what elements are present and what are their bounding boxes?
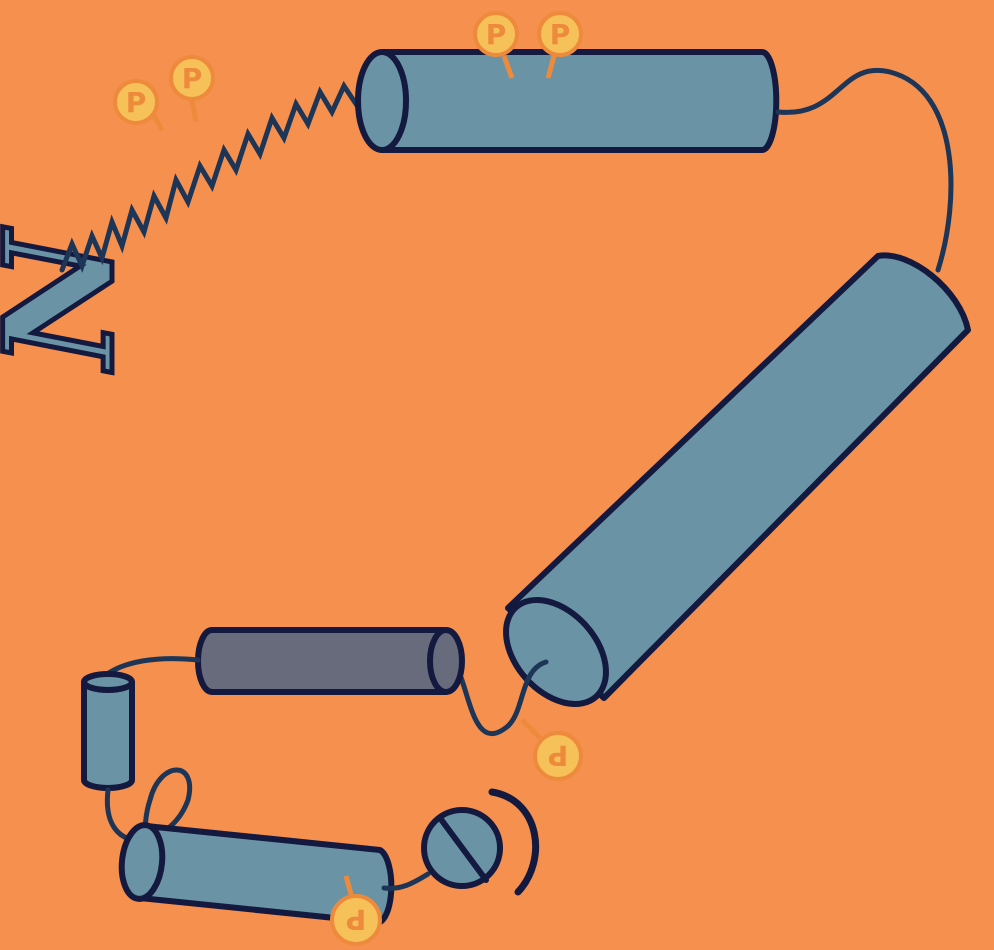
helix-2: [486, 255, 968, 723]
helix-1: [358, 52, 776, 150]
svg-text:P: P: [550, 18, 571, 51]
loop-2-3: [452, 660, 546, 734]
phospho-site: P: [522, 720, 581, 779]
svg-text:P: P: [346, 903, 367, 936]
loop-1-2: [778, 70, 951, 270]
n-terminal-tail: [62, 86, 374, 270]
phospho-site: P: [171, 57, 213, 122]
c-terminal-domain: [424, 792, 536, 892]
svg-text:P: P: [126, 86, 147, 119]
svg-text:P: P: [486, 18, 507, 51]
helix-4: [84, 674, 132, 788]
svg-text:P: P: [548, 739, 569, 772]
helix-3: [198, 630, 462, 692]
phospho-site: P: [115, 81, 162, 130]
svg-text:P: P: [182, 62, 203, 95]
